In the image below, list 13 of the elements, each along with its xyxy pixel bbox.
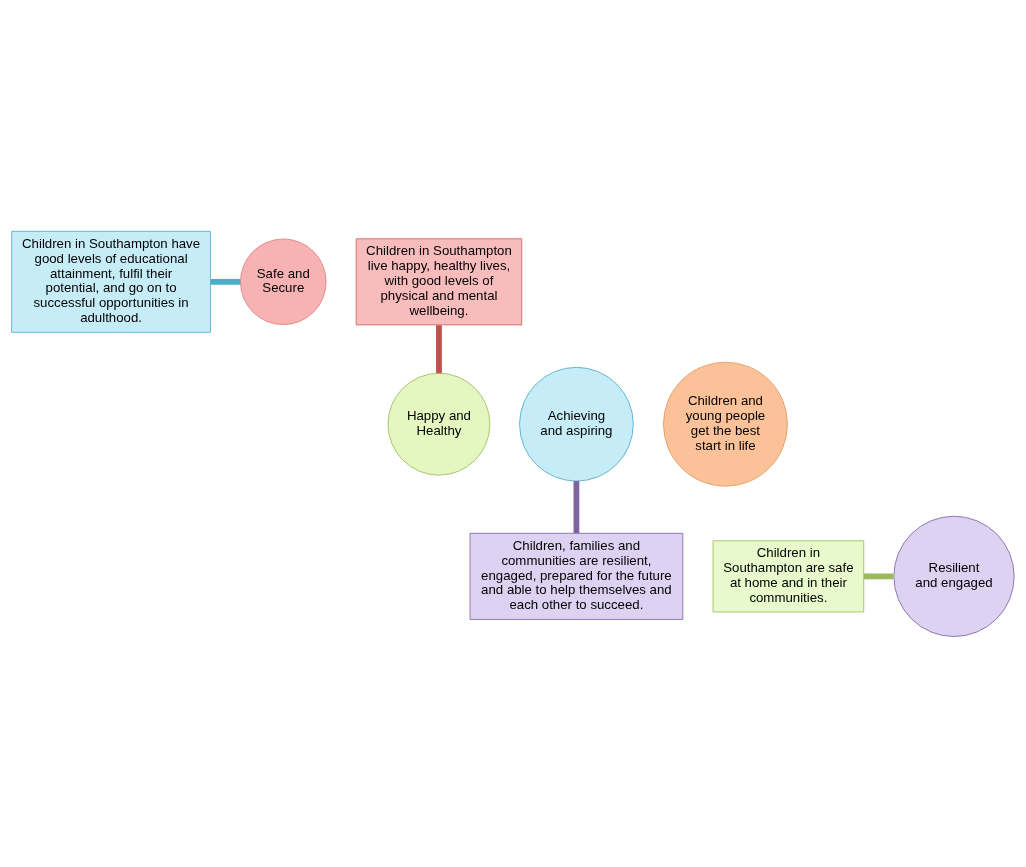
node-circle: Resilient and engaged: [893, 515, 1015, 637]
node-circle: Children and young people get the best start in life: [663, 361, 788, 487]
node-box: Children in Southampton are safe at home and in their communities.: [712, 539, 865, 612]
node-box: Children in Southampton have good levels of educational attainment, fulfil their potential, and go on to successful opportunities in adulthood.: [11, 230, 211, 333]
node-circle: Safe and Secure: [240, 238, 327, 325]
connector: [210, 278, 241, 285]
node-circle: Happy and Healthy: [387, 372, 491, 476]
node-circle: Achieving and aspiring: [519, 366, 634, 481]
connector: [863, 573, 894, 579]
connector: [573, 480, 580, 533]
node-box: Children in Southampton live happy, healthy lives, with good levels of physical and mental wellbeing.: [355, 237, 523, 325]
connector: [436, 324, 442, 373]
node-box: Children, families and communities are resilient, engaged, prepared for the future and able to help themselves and each other to succeed.: [469, 532, 684, 620]
